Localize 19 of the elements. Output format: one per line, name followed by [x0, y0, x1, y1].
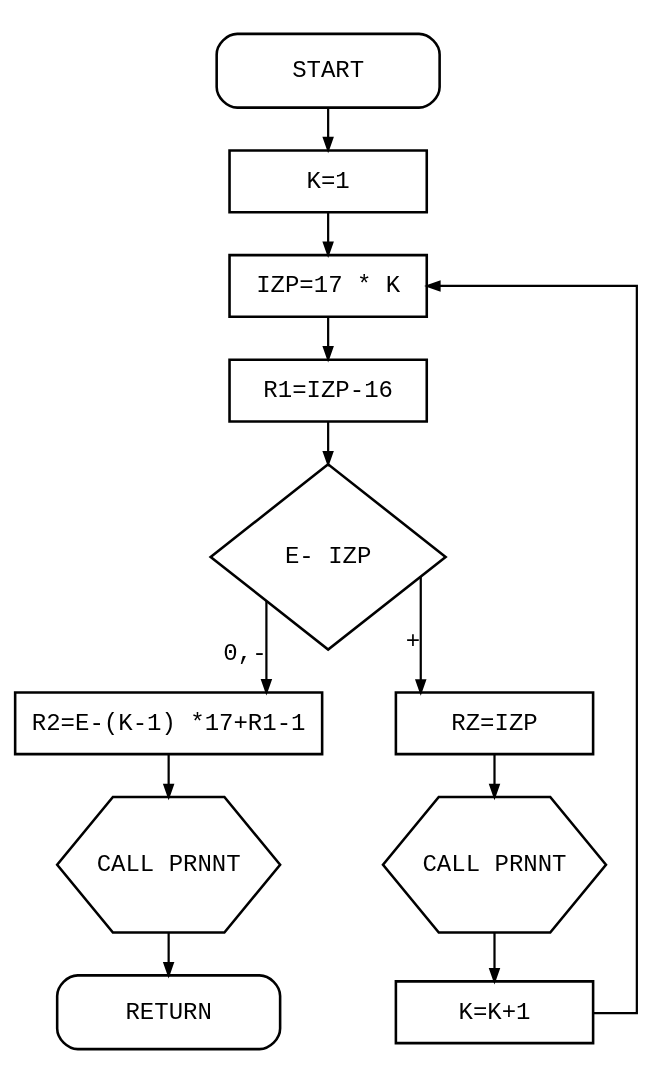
arrow	[488, 754, 501, 800]
arrow	[162, 932, 175, 978]
arrow	[414, 576, 427, 696]
node-box: R1=IZP-16	[228, 357, 429, 423]
node-box: K=1	[228, 148, 429, 213]
arrow	[322, 421, 334, 467]
node-box: K=K+1	[394, 979, 595, 1044]
arrow	[322, 107, 334, 153]
arrow	[162, 754, 175, 800]
arrow	[424, 279, 638, 1014]
node-box: IZP=17 * K	[228, 253, 429, 318]
arrow	[322, 316, 334, 363]
node-box: R2=E-(K-1) *17+R1-1	[13, 690, 324, 755]
arrow	[488, 932, 501, 985]
arrow	[322, 212, 334, 258]
arrow	[260, 600, 273, 695]
node-box: RETURN	[55, 973, 282, 1050]
node-box: RZ=IZP	[394, 690, 595, 755]
node-box: START	[215, 32, 441, 109]
